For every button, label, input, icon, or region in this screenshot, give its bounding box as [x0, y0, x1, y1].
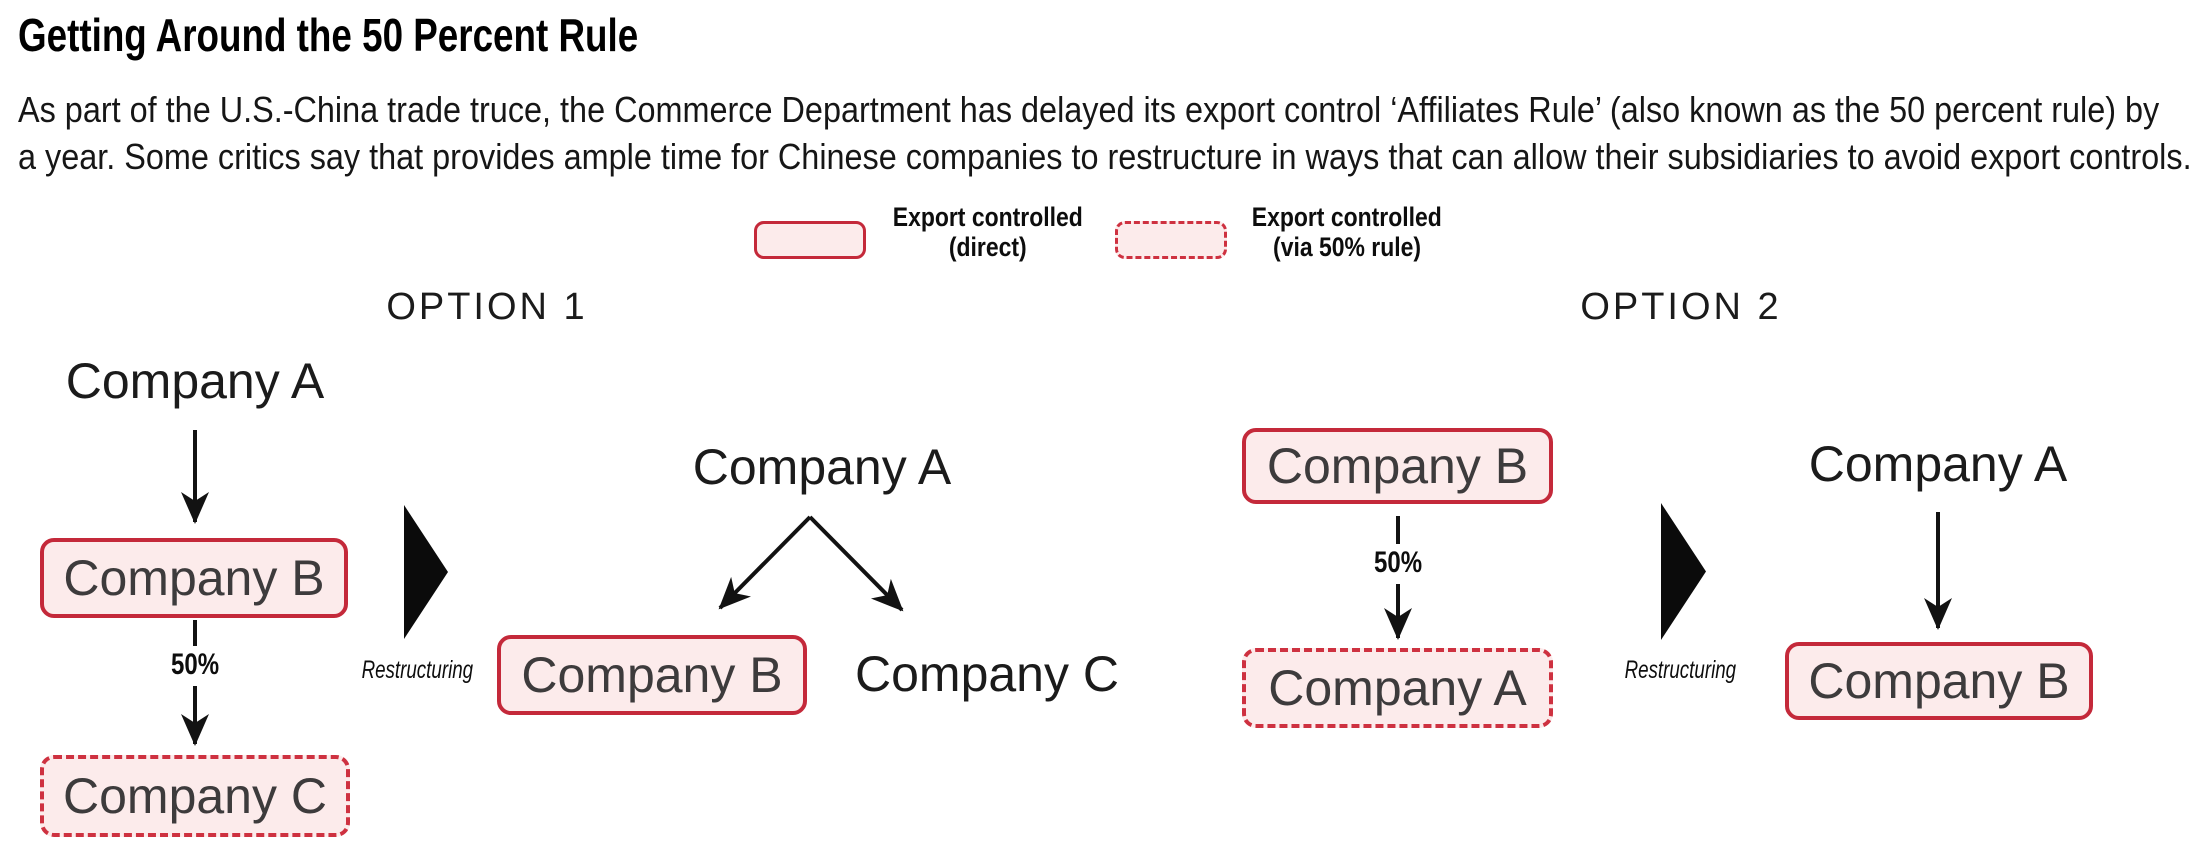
- legend-direct-line1: Export controlled: [892, 202, 1083, 232]
- option1-arrow-b-to-c: [181, 686, 209, 746]
- option1-after-company-b-label: Company B: [521, 647, 783, 703]
- legend-label-via-rule: Export controlled (via 50% rule): [1217, 202, 1477, 262]
- option2-before-company-a-box: Company A: [1242, 648, 1553, 728]
- option2-arrow-b-to-a: [1384, 584, 1412, 640]
- option2-restructuring-label: Restructuring: [1624, 656, 1736, 684]
- option1-before-company-c-box: Company C: [40, 755, 350, 837]
- option2-before-company-b-box: Company B: [1242, 428, 1553, 504]
- option1-restructuring-label: Restructuring: [361, 656, 473, 684]
- option1-ownership-label: 50%: [170, 648, 220, 681]
- option2-ownership-label: 50%: [1373, 546, 1423, 579]
- option1-before-company-b-label: Company B: [63, 550, 325, 606]
- option2-before-company-b-label: Company B: [1266, 438, 1529, 494]
- legend-label-direct: Export controlled (direct): [858, 202, 1118, 262]
- option1-heading: OPTION 1: [386, 286, 588, 328]
- option1-before-company-a: Company A: [65, 353, 325, 409]
- option2-restructuring-wedge-icon: [1661, 503, 1706, 640]
- option1-before-company-b-box: Company B: [40, 538, 348, 618]
- option1-after-company-c: Company C: [855, 646, 1119, 702]
- option1-restructuring-wedge-icon: [404, 505, 448, 639]
- option1-before-company-c-label: Company C: [63, 768, 327, 824]
- option2-heading: OPTION 2: [1580, 286, 1782, 328]
- legend-via-rule-line1: Export controlled: [1251, 202, 1442, 232]
- legend-swatch-direct: [754, 221, 866, 259]
- legend-via-rule-line2: (via 50% rule): [1273, 232, 1421, 262]
- option1-after-company-a: Company A: [692, 439, 952, 495]
- option2-after-company-a: Company A: [1808, 436, 2068, 492]
- option1-branch-arrows: [718, 515, 904, 612]
- option2-before-company-a-label: Company A: [1268, 660, 1527, 716]
- option1-after-company-b-box: Company B: [497, 635, 807, 715]
- option2-arrow-a-to-b: [1924, 512, 1952, 630]
- page-title-text: Getting Around the 50 Percent Rule: [18, 9, 639, 61]
- page-subtitle: As part of the U.S.-China trade truce, t…: [18, 86, 2200, 180]
- option2-ownership-line-top: [1396, 516, 1400, 544]
- page-title: Getting Around the 50 Percent Rule: [18, 8, 793, 62]
- subtitle-line-1: As part of the U.S.-China trade truce, t…: [18, 89, 2160, 130]
- legend-swatch-via-rule: [1115, 221, 1227, 259]
- subtitle-line-2: a year. Some critics say that provides a…: [18, 136, 2192, 177]
- option2-after-company-b-box: Company B: [1785, 642, 2093, 720]
- option2-after-company-b-label: Company B: [1808, 653, 2070, 709]
- option1-arrow-a-to-b: [181, 430, 209, 524]
- option1-ownership-line-top: [193, 620, 197, 646]
- legend-direct-line2: (direct): [949, 232, 1027, 262]
